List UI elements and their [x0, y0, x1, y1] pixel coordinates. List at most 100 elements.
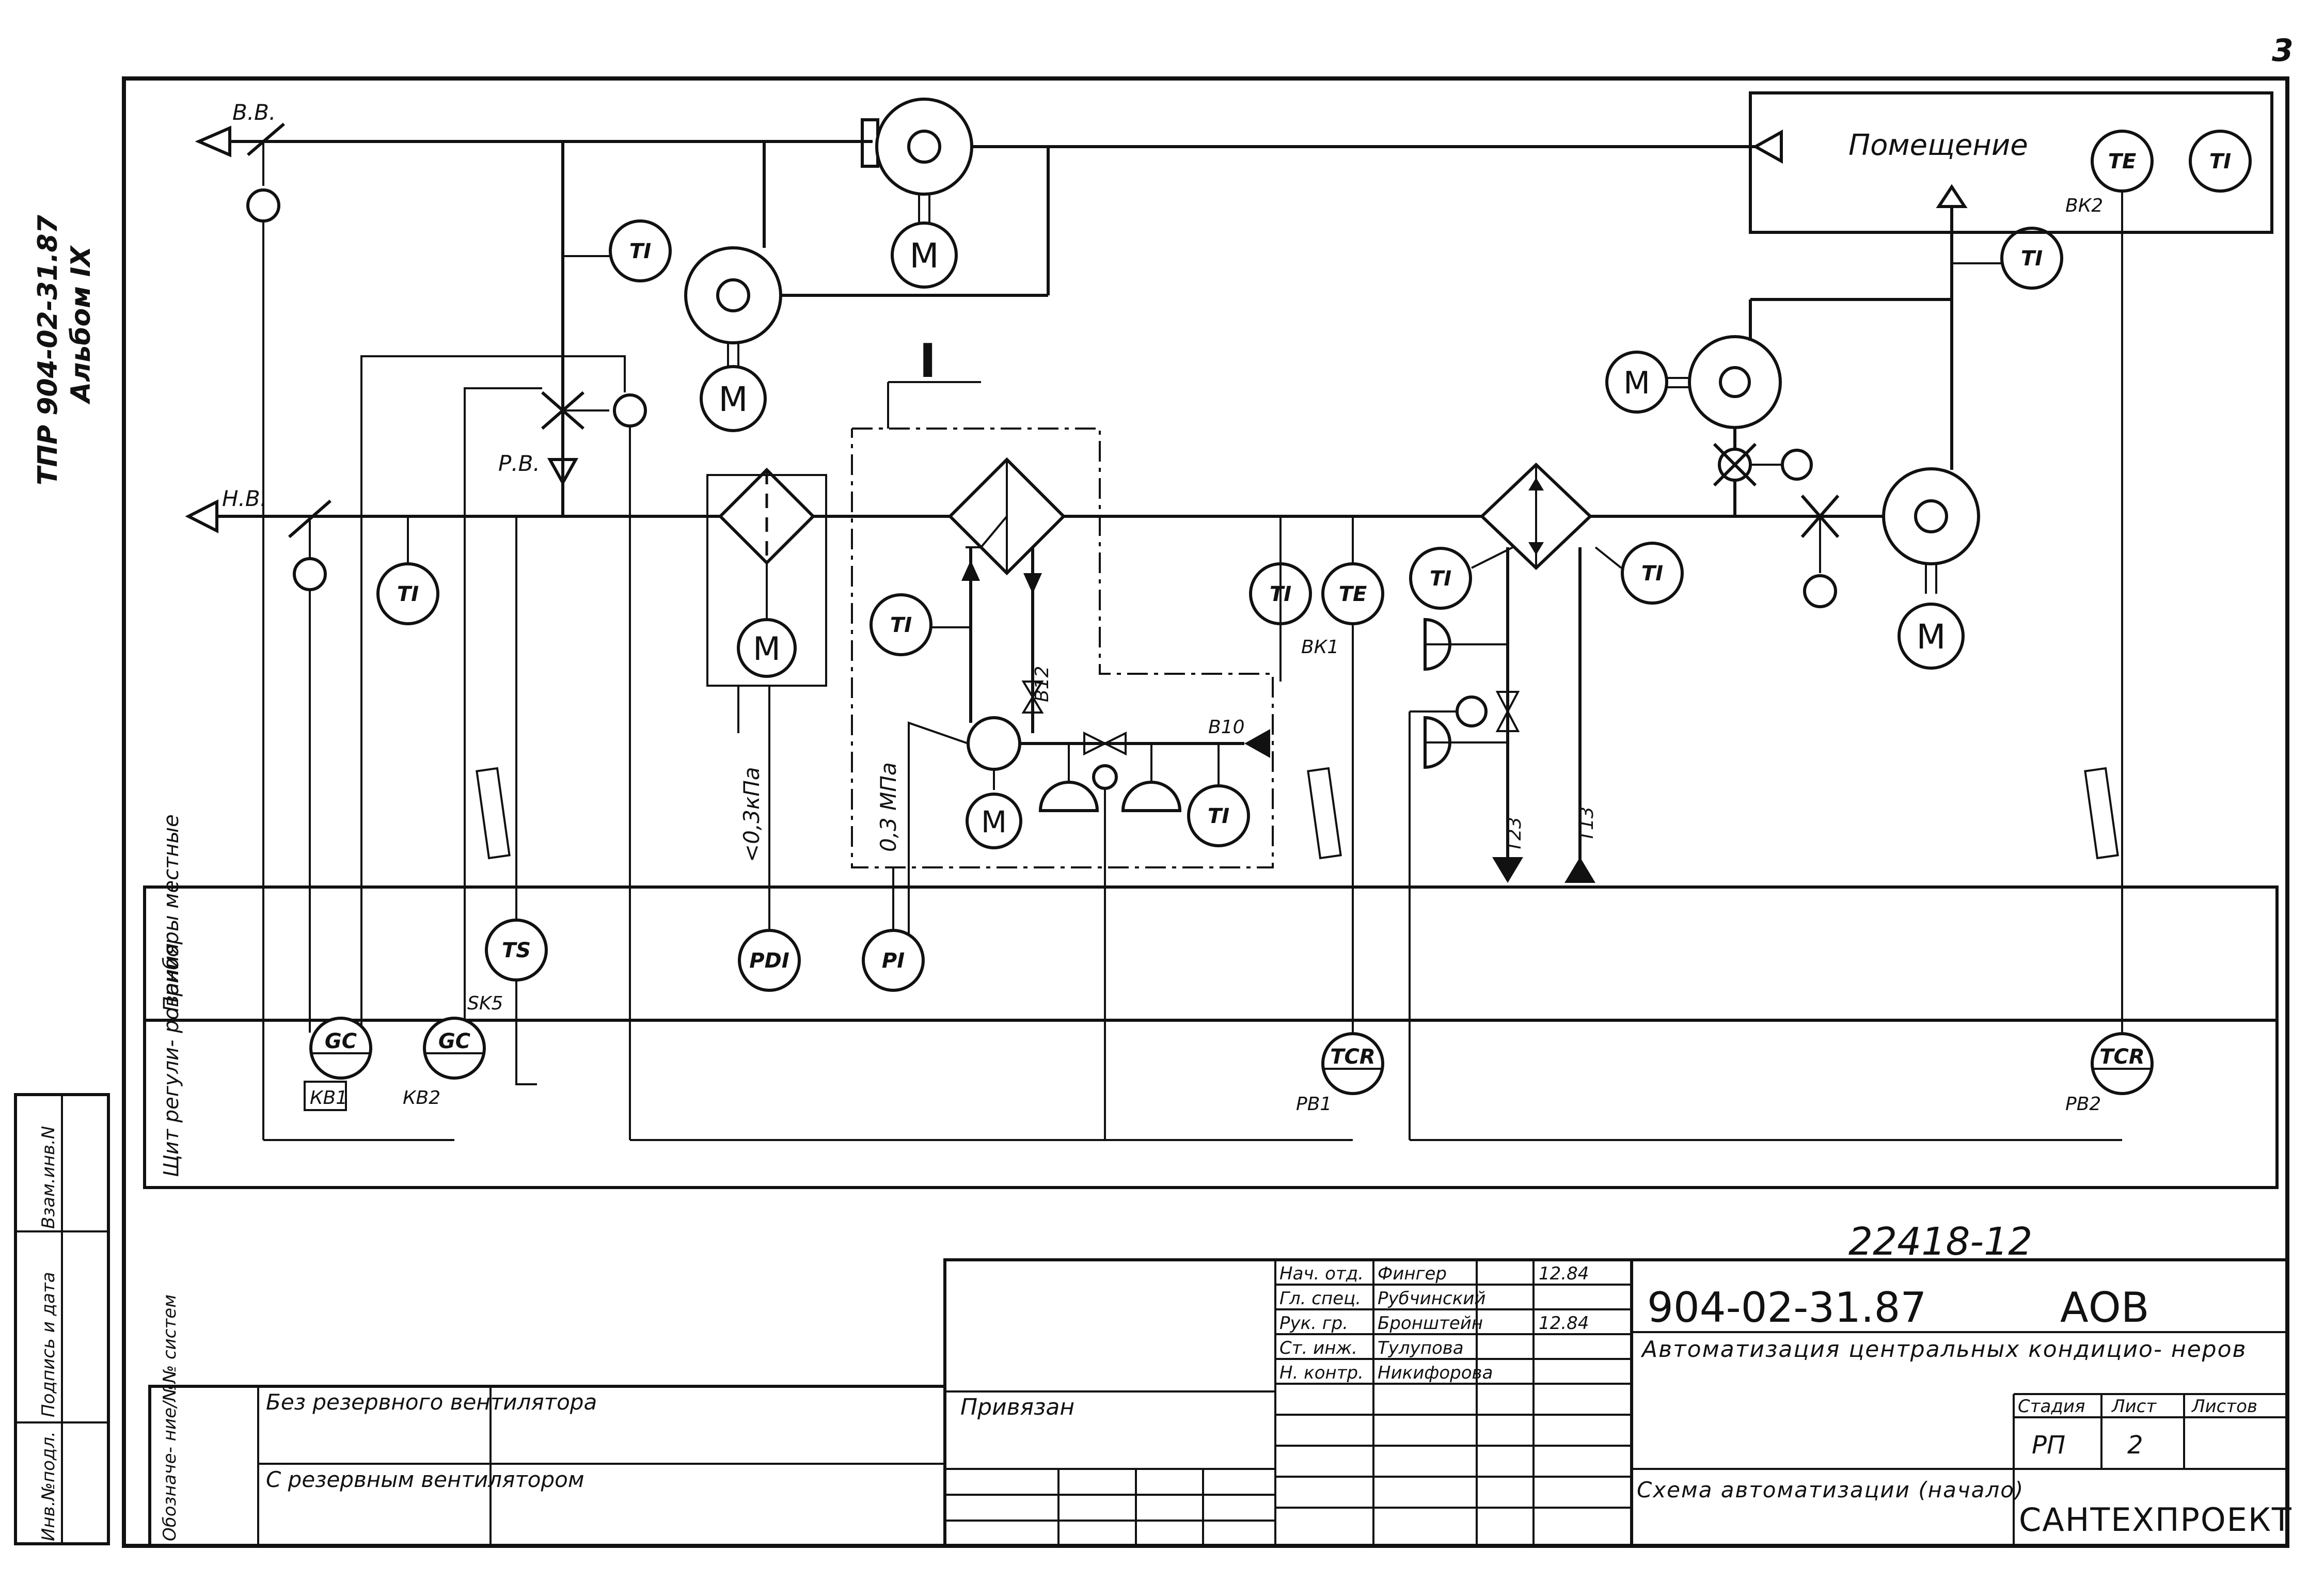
tcr-pb2-id: РВ2 [2065, 1094, 2101, 1115]
sig-name-4: Никифорова [1378, 1363, 1493, 1383]
strip-inv-original: Инв.№подл. [38, 1431, 59, 1541]
recirc-arrow [547, 458, 579, 486]
ti-supply-left [376, 562, 439, 625]
sig-name-2: Бронштейн [1378, 1313, 1483, 1334]
room-label: Помещение [1848, 129, 2028, 162]
outside-damper-actuator [293, 557, 327, 591]
stage-label: Стадия [2018, 1396, 2085, 1417]
sig-role-1: Гл. спец. [1279, 1288, 1361, 1309]
pump-motor [966, 793, 1022, 849]
sig-date-2: 12.84 [1539, 1313, 1589, 1334]
drawing-code: 904-02-31.87 [1647, 1284, 1926, 1332]
strip-sign-date: Подпись и дата [38, 1272, 59, 1417]
tcr-pb1-id: РВ1 [1296, 1094, 1332, 1115]
sheet-label: Лист [2111, 1396, 2157, 1417]
sig-role-4: Н. контр. [1279, 1363, 1364, 1383]
drawing-title: Автоматизация центральных кондицио- неро… [1640, 1336, 2247, 1363]
control-panel-row [143, 1019, 2279, 1189]
svg-text:TI: TI [2021, 247, 2043, 271]
room-box [1749, 91, 2273, 234]
node-mark: I [919, 334, 937, 388]
project-number: 22418-12 [1848, 1220, 2032, 1264]
svg-text:TCR: TCR [1330, 1045, 1375, 1069]
recirc-air-label: Р.В. [498, 451, 540, 476]
exhaust-damper-actuator [246, 188, 280, 223]
exhaust-damper [247, 122, 285, 156]
svg-text:GC: GC [325, 1030, 357, 1053]
sig-name-3: Тулупова [1378, 1338, 1464, 1358]
sig-role-3: Ст. инж. [1279, 1338, 1357, 1358]
page-number: 3 [2272, 33, 2294, 69]
legend-row1: Без резервного вентилятора [266, 1389, 597, 1415]
svg-text:TE: TE [1339, 582, 1367, 606]
sig-date-0: 12.84 [1539, 1263, 1589, 1284]
side-stamp-album: Альбом IX [66, 245, 97, 405]
svg-text:PDI: PDI [749, 949, 789, 973]
outside-air-label: Н.В. [222, 486, 267, 511]
company-name: САНТЕХПРОЕКТ [2019, 1501, 2293, 1539]
tcr-pb1 [1321, 1032, 1384, 1095]
gc-kb2-id: КВ2 [403, 1087, 440, 1109]
sheets-label: Листов [2191, 1396, 2257, 1417]
svg-text:TE: TE [2108, 150, 2137, 173]
svg-text:GC: GC [438, 1030, 470, 1053]
heat-return-label: В12 [1032, 666, 1053, 702]
node-boundary [851, 428, 1274, 868]
svg-text:TS: TS [502, 939, 531, 962]
ti-return [609, 219, 672, 282]
exhaust-air-label: В.В. [232, 100, 276, 125]
gc-kb1-id: КВ1 [310, 1087, 347, 1109]
pdi-instrument [738, 929, 801, 992]
air-filter [718, 467, 816, 565]
room-te-id: ВК2 [2065, 195, 2103, 216]
circulation-pump [967, 716, 1021, 771]
strip-inv-replace: Взам.инв.N [38, 1126, 59, 1229]
gc-kb1 [309, 1017, 372, 1080]
svg-text:TI: TI [1208, 804, 1229, 828]
svg-text:М: М [981, 804, 1007, 840]
ts-sk5 [485, 919, 548, 982]
ti-second-heater-right [1621, 542, 1684, 605]
supply-fan-motor [1898, 603, 1965, 670]
sig-role-0: Нач. отд. [1279, 1263, 1364, 1284]
filter-dp-label: <0,3кПа [739, 767, 764, 862]
ti-second-heater-left [1409, 547, 1472, 610]
return-fan-hub [907, 130, 941, 164]
room-ti [2189, 130, 2252, 193]
reserve-return-fan-motor [700, 365, 767, 432]
svg-text:М: М [1623, 365, 1650, 401]
sig-role-2: Рук. гр. [1279, 1313, 1348, 1334]
svg-text:TI: TI [629, 240, 651, 263]
side-stamp-code: ТПР 904-02-31.87 [33, 214, 64, 485]
svg-text:М: М [753, 630, 781, 668]
sig-name-1: Рубчинский [1378, 1288, 1485, 1309]
ts-sk5-id: SK5 [467, 993, 503, 1014]
svg-text:TI: TI [1430, 567, 1451, 591]
tied-to-label: Привязан [960, 1394, 1074, 1420]
second-air-heater [1479, 462, 1593, 571]
sheet-name: Схема автоматизации (начало) [1637, 1477, 2024, 1502]
ti-pump [1187, 784, 1250, 847]
return-fan-motor [891, 222, 958, 289]
room-exhaust-arrow [1752, 129, 1783, 164]
exhaust-air-arrow [195, 125, 231, 157]
svg-text:TI: TI [397, 582, 419, 606]
steam-label: Т13 [1576, 806, 1598, 842]
motor-label: М [910, 236, 939, 276]
sheet-value: 2 [2127, 1431, 2143, 1460]
recirc-damper-actuator [613, 393, 647, 428]
board-row-label: Щит регули- рования [160, 943, 183, 1177]
gc-kb2 [423, 1017, 486, 1080]
ti-after-fan [2000, 227, 2063, 290]
svg-text:TI: TI [890, 613, 912, 637]
legend-row2: С резервным вентилятором [266, 1467, 584, 1492]
pi-instrument [862, 929, 925, 992]
first-air-heater [947, 457, 1066, 576]
outside-air-arrow [185, 499, 218, 533]
heat-supply-label: В10 [1208, 717, 1245, 738]
svg-text:PI: PI [882, 949, 905, 973]
title-block [943, 1258, 2289, 1548]
svg-text:TI: TI [2209, 150, 2231, 173]
stage-value: РП [2032, 1431, 2065, 1460]
